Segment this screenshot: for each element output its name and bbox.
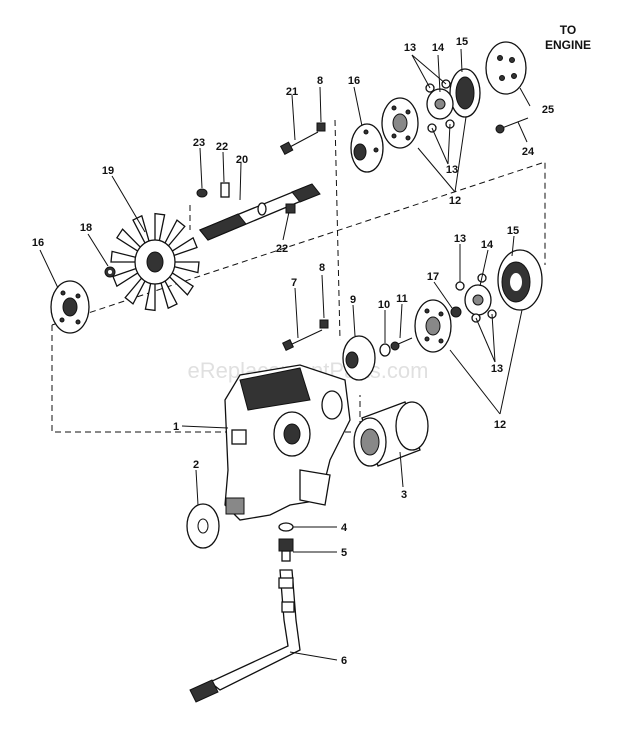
- callout-22: 22: [276, 243, 288, 255]
- callout-16: 16: [348, 75, 360, 87]
- callout-23: 23: [193, 137, 205, 149]
- callout-12: 12: [494, 419, 506, 431]
- callout-1: 1: [173, 421, 179, 433]
- callout-24: 24: [522, 146, 535, 158]
- callout-13: 13: [446, 164, 458, 176]
- part-6-tube: [189, 569, 301, 703]
- to-engine-line1: TO: [560, 23, 576, 37]
- part-7-bolt: [282, 329, 323, 351]
- part-14-upper-rotor: [426, 88, 454, 120]
- part-2-washer: [186, 503, 220, 549]
- part-12-lower-plate: [414, 299, 452, 353]
- callout-8: 8: [319, 262, 325, 274]
- to-engine-line2: ENGINE: [545, 38, 591, 52]
- part-24-screw: [495, 117, 529, 134]
- part-22-upper-fitting: [220, 182, 230, 198]
- callout-15: 15: [507, 225, 519, 237]
- callout-14: 14: [481, 239, 494, 251]
- callout-9: 9: [350, 294, 356, 306]
- callout-16: 16: [32, 237, 44, 249]
- callout-13: 13: [404, 42, 416, 54]
- callout-11: 11: [396, 293, 408, 305]
- part-14-lower-rotor: [464, 284, 492, 316]
- callout-14: 14: [432, 42, 445, 54]
- callout-13: 13: [454, 233, 466, 245]
- part-13-lower-balls: [455, 273, 497, 323]
- callout-13: 13: [491, 363, 503, 375]
- part-23-cap: [196, 188, 208, 198]
- callout-7: 7: [291, 277, 297, 289]
- fan-bore: [146, 251, 164, 273]
- callout-5: 5: [341, 547, 347, 559]
- part-16-upper-flange: [350, 123, 384, 173]
- part-4-o-ring: [278, 522, 294, 532]
- callout-3: 3: [401, 489, 407, 501]
- callout-19: 19: [102, 165, 114, 177]
- part-18-nut: [104, 266, 116, 278]
- part-8-upper-nut: [316, 122, 326, 132]
- callout-15: 15: [456, 36, 468, 48]
- leader-lines: [39, 48, 531, 661]
- part-25-cover-plate: [485, 41, 527, 95]
- callout-18: 18: [80, 222, 92, 234]
- callout-labels: 13 14 15 21 8 16 25 13 24 23 22 20 19 12…: [32, 36, 554, 667]
- part-10-washer: [379, 343, 391, 357]
- part-1-pump-body: [224, 364, 351, 521]
- callout-22: 22: [216, 141, 228, 153]
- part-15-lower-gear-ring: [497, 249, 543, 311]
- callout-21: 21: [286, 86, 298, 98]
- part-12-upper-plate: [381, 97, 419, 149]
- part-11-bolt: [390, 337, 413, 351]
- callout-12: 12: [449, 195, 461, 207]
- part-20-shaft: [198, 183, 321, 241]
- callout-4: 4: [341, 522, 348, 534]
- callout-17: 17: [427, 271, 439, 283]
- part-16-lower-flange: [50, 280, 90, 334]
- callout-8: 8: [317, 75, 323, 87]
- assembly-guide-lines: [51, 119, 546, 433]
- callout-6: 6: [341, 655, 347, 667]
- callout-25: 25: [542, 104, 554, 116]
- part-15-upper-gear-ring: [449, 68, 481, 118]
- callout-20: 20: [236, 154, 248, 166]
- part-3-filter: [353, 401, 429, 467]
- part-5-fitting: [278, 538, 294, 562]
- part-17-nut: [450, 306, 462, 318]
- part-9-flange: [342, 335, 376, 381]
- part-19-fan: [110, 212, 200, 312]
- part-22-lower-fitting: [285, 203, 296, 214]
- callout-2: 2: [193, 459, 199, 471]
- callout-10: 10: [378, 299, 390, 311]
- part-21-bolt: [279, 131, 319, 155]
- part-8-lower-nut: [319, 319, 329, 329]
